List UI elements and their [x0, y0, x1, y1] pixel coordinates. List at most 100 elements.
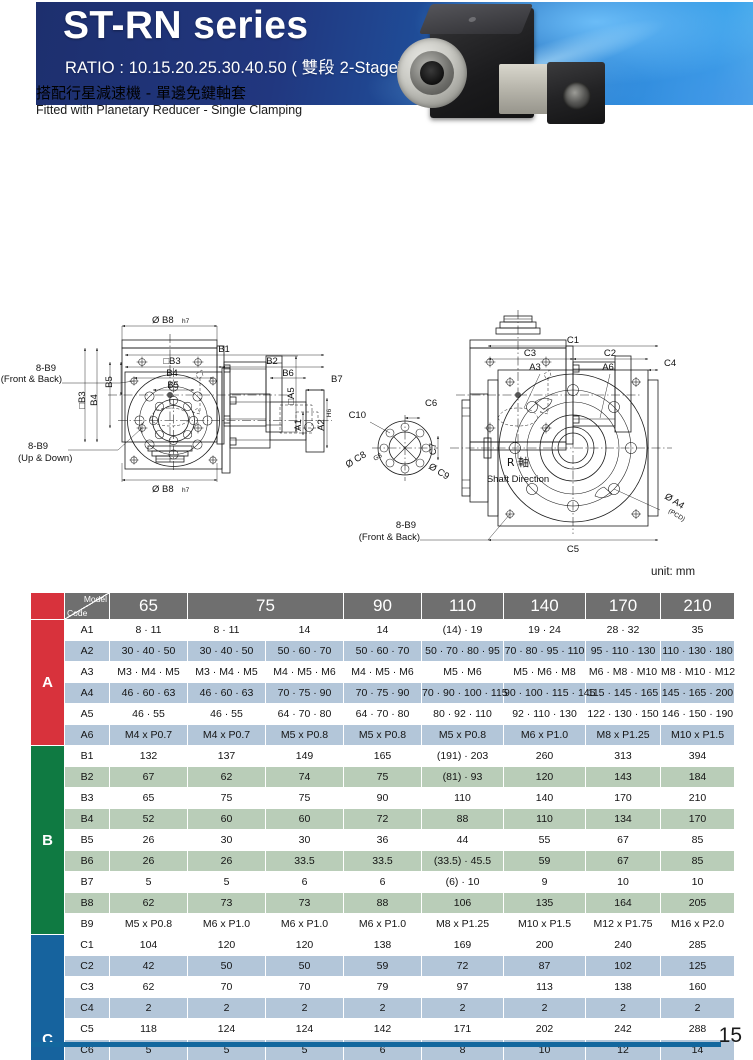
dim-b5-bl: B5: [167, 380, 179, 391]
cell-value: 30 · 40 · 50: [187, 640, 266, 662]
cell-value: 70 · 80 · 95 · 110: [503, 640, 587, 662]
corner-slash-icon: [65, 593, 109, 619]
row-code: B8: [64, 892, 110, 914]
cell-value: 60: [187, 808, 266, 830]
cell-value: 70 · 90 · 100 · 115: [421, 682, 508, 704]
cell-value: 70 · 75 · 90: [264, 682, 345, 704]
cell-value: 132: [109, 745, 188, 767]
dim-b4: B4: [89, 394, 100, 406]
row-code: B7: [64, 871, 110, 893]
cell-value: M5 x P0.8: [109, 913, 188, 935]
cell-value: 138: [343, 934, 423, 956]
cell-value: 160: [660, 976, 736, 998]
row-code: B2: [64, 766, 110, 788]
dim-b1: B1: [218, 344, 230, 355]
cell-value: 90: [343, 787, 423, 809]
cell-value: 67: [585, 850, 662, 872]
cell-value: M4 · M5 · M6: [264, 661, 345, 683]
header-band-spacer: [30, 592, 65, 620]
cell-value: 122 · 130 · 150: [585, 703, 662, 725]
cell-value: 46 · 55: [109, 703, 188, 725]
cell-value: 2: [660, 997, 736, 1019]
dim-b2: B2: [266, 356, 278, 367]
corner-code-label: Code: [67, 608, 88, 618]
dim-c7: C7: [428, 443, 439, 455]
dim-a2-tol: H6: [326, 408, 333, 417]
cell-value: 120: [503, 766, 587, 788]
cell-value: 46 · 55: [187, 703, 266, 725]
dim-c10: C10: [349, 410, 366, 421]
ratio-subtitle: RATIO : 10.15.20.25.30.40.50 ( 雙段 2-Stag…: [65, 59, 404, 77]
model-col-210: 210: [660, 592, 736, 620]
cell-value: M5 x P0.8: [421, 724, 505, 746]
cell-value: 2: [421, 997, 505, 1019]
drawing-top-left: Ø B8 h7 Ø B8 h7 □B3 B4 B5 □A5 8-B9: [18, 315, 298, 495]
cell-value: 124: [187, 1018, 266, 1040]
cell-value: 2: [585, 997, 662, 1019]
cell-value: 64 · 70 · 80: [343, 703, 423, 725]
cell-value: M6 x P1.0: [264, 913, 345, 935]
cell-value: 205: [660, 892, 736, 914]
cell-value: 59: [343, 955, 423, 977]
cell-value: 110 · 130 · 180: [660, 640, 736, 662]
gearbox-top-face: [418, 4, 534, 34]
cell-value: 142: [343, 1018, 423, 1040]
cell-value: (6) · 10: [421, 871, 505, 893]
cell-value: 169: [421, 934, 505, 956]
drawings-svg: .ln{stroke:#1a1a1a;stroke-width:.8;fill:…: [1, 310, 686, 555]
cell-value: 28 · 32: [585, 619, 662, 641]
cell-value: 10: [585, 871, 662, 893]
model-col-90: 90: [343, 592, 423, 620]
motor-adapter: [547, 62, 605, 124]
row-code: C1: [64, 934, 110, 956]
cell-value: M3 · M4 · M5: [187, 661, 266, 683]
cell-value: 8 · 11: [187, 619, 266, 641]
note-8b9-fb-left-l1: 8-B9: [36, 363, 56, 374]
cell-value: 125: [660, 955, 736, 977]
cell-value: 118: [109, 1018, 188, 1040]
row-code: C5: [64, 1018, 110, 1040]
cell-value: 79: [343, 976, 423, 998]
cell-value: M5 x P0.8: [264, 724, 345, 746]
dim-b8-bottom-tol: h7: [182, 487, 190, 494]
cell-value: 67: [585, 829, 662, 851]
cell-value: 30: [187, 829, 266, 851]
row-code: B6: [64, 850, 110, 872]
note-8b9-fb-right-l2: (Front & Back): [359, 532, 420, 543]
subtitle-en: Fitted with Planetary Reducer - Single C…: [36, 103, 303, 117]
cell-value: 44: [421, 829, 505, 851]
section-band-b: B: [30, 745, 65, 935]
cell-value: 2: [187, 997, 266, 1019]
cell-value: M12 x P1.75: [585, 913, 662, 935]
cell-value: M4 x P0.7: [187, 724, 266, 746]
model-col-110: 110: [421, 592, 505, 620]
cell-value: 73: [264, 892, 345, 914]
cell-value: 242: [585, 1018, 662, 1040]
cell-value: 2: [343, 997, 423, 1019]
cell-value: M4 x P0.7: [109, 724, 188, 746]
dim-c8-tol: G8: [372, 452, 383, 463]
cell-value: 62: [109, 892, 188, 914]
cell-value: 134: [585, 808, 662, 830]
cell-value: M8 · M10 · M12: [660, 661, 735, 683]
cell-value: 9: [503, 871, 587, 893]
cell-value: 30: [264, 829, 345, 851]
cell-value: 106: [421, 892, 505, 914]
row-code: B4: [64, 808, 110, 830]
cell-value: M6 · M8 · M10: [585, 661, 662, 683]
cell-value: 135: [503, 892, 587, 914]
cell-value: 14: [264, 619, 345, 641]
cell-value: (33.5) · 45.5: [421, 850, 505, 872]
cell-value: 64 · 70 · 80: [264, 703, 345, 725]
cell-value: M5 · M6 · M8: [503, 661, 587, 683]
cell-value: 2: [264, 997, 345, 1019]
